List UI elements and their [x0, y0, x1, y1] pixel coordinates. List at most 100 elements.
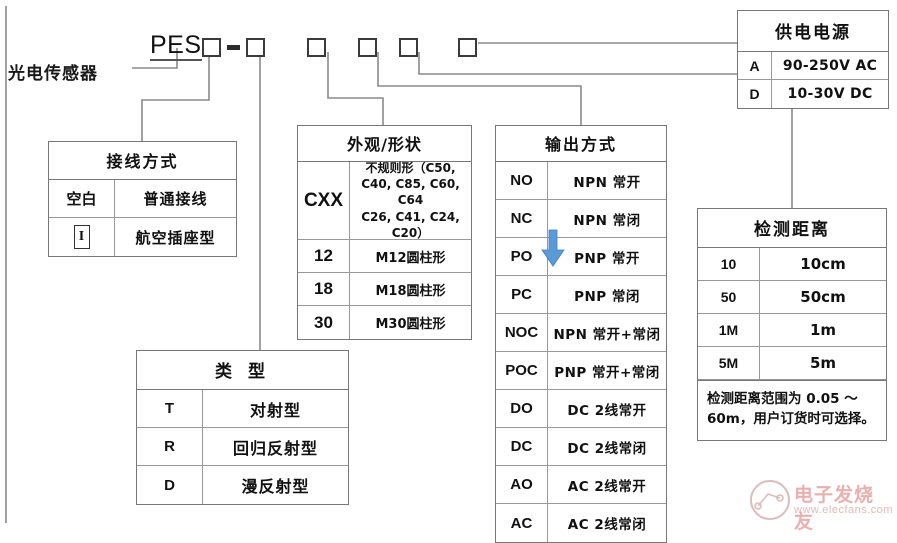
table-row: 10 10cm	[698, 248, 886, 281]
appearance-shape-table: 外观/形状 CXX 不规则形（C50, C40, C85, C60, C64 C…	[297, 125, 472, 340]
table-row: 18 M18圆柱形	[298, 273, 471, 306]
output-code-9: AC	[496, 504, 548, 542]
output-code-1: NC	[496, 200, 548, 237]
table-row: AO AC 2线常开	[496, 466, 666, 504]
wiring-code-1: I	[73, 225, 90, 249]
table-row: D 漫反射型	[137, 466, 348, 504]
output-table-title: 输出方式	[496, 126, 666, 162]
table-row: PO PNP 常开	[496, 238, 666, 276]
shape-desc-1: M12圆柱形	[375, 250, 446, 266]
output-code-7: DC	[496, 428, 548, 465]
detection-distance-table: 检测距离 10 10cm 50 50cm 1M 1m 5M 5m 检测距离范围为…	[697, 208, 887, 441]
output-desc-2: PNP 常开	[574, 250, 640, 267]
shape-desc-0-line0: 不规则形（C50,	[365, 161, 456, 176]
type-desc-1: 回归反射型	[232, 438, 318, 458]
output-desc-5: PNP 常开+常闭	[554, 364, 660, 381]
shape-code-2: 18	[298, 273, 350, 305]
output-code-4: NOC	[496, 314, 548, 351]
output-desc-7: DC 2线常闭	[567, 440, 647, 457]
down-arrow-cursor-icon	[541, 229, 565, 267]
distance-desc-1: 50cm	[800, 288, 846, 306]
table-row: NO NPN 常开	[496, 162, 666, 200]
table-row: AC AC 2线常闭	[496, 504, 666, 542]
model-box-type[interactable]	[245, 37, 265, 57]
model-prefix: PES	[150, 31, 202, 61]
table-row: D 10-30V DC	[738, 80, 888, 108]
type-table: 类 型 T 对射型 R 回归反射型 D 漫反射型	[136, 350, 349, 505]
wiring-code-1-wrapper: I	[49, 218, 115, 256]
wiring-desc-1: 航空插座型	[135, 228, 216, 247]
type-table-title: 类 型	[137, 351, 348, 390]
type-desc-2: 漫反射型	[241, 477, 310, 496]
watermark-text: 电子发烧友	[794, 484, 875, 533]
distance-desc-2: 1m	[809, 321, 837, 339]
power-table-title: 供电电源	[738, 11, 888, 52]
output-code-0: NO	[496, 162, 548, 199]
distance-code-2: 1M	[698, 314, 760, 346]
model-box-output[interactable]	[357, 37, 377, 57]
power-desc-1: 10-30V DC	[787, 86, 873, 102]
output-desc-6: DC 2线常开	[567, 402, 647, 419]
wiring-code-0: 空白	[49, 180, 115, 217]
diagram-canvas: PES 光电传感器 接线方式 空白 普通接线 I 航空插座型 外观/形状 CXX	[5, 6, 894, 543]
output-desc-9: AC 2线常闭	[567, 517, 647, 533]
output-desc-4: NPN 常开+常闭	[553, 326, 661, 343]
wiring-method-table: 接线方式 空白 普通接线 I 航空插座型	[48, 141, 237, 257]
distance-desc-3: 5m	[809, 354, 837, 372]
distance-note: 检测距离范围为 0.05 ～ 60m，用户订货时可选择。	[698, 380, 886, 440]
output-code-3: PC	[496, 276, 548, 313]
table-row: 12 M12圆柱形	[298, 240, 471, 273]
table-row: 空白 普通接线	[49, 180, 236, 218]
model-code-row: PES	[150, 32, 477, 62]
power-desc-0: 90-250V AC	[782, 57, 878, 74]
shape-desc-0-line1: C40, C85, C60, C64	[361, 177, 460, 208]
table-row: 5M 5m	[698, 347, 886, 380]
table-row: CXX 不规则形（C50, C40, C85, C60, C64 C26, C4…	[298, 161, 471, 240]
model-box-distance[interactable]	[398, 37, 418, 57]
table-row: 30 M30圆柱形	[298, 306, 471, 339]
type-code-1: R	[137, 428, 203, 465]
shape-code-0: CXX	[298, 162, 350, 239]
wiring-desc-0: 普通接线	[143, 190, 208, 208]
table-row: 1M 1m	[698, 314, 886, 347]
output-desc-1: NPN 常闭	[573, 212, 641, 229]
shape-desc-0: 不规则形（C50, C40, C85, C60, C64 C26, C41, C…	[350, 161, 471, 240]
model-box-shape[interactable]	[306, 37, 326, 57]
output-code-8: AO	[496, 466, 548, 503]
power-code-0: A	[738, 52, 772, 79]
watermark-url: www.elecfans.com	[794, 504, 894, 516]
table-row: NOC NPN 常开+常闭	[496, 314, 666, 352]
table-row: T 对射型	[137, 390, 348, 428]
model-dash	[226, 44, 240, 50]
table-row: NC NPN 常闭	[496, 200, 666, 238]
output-code-6: DO	[496, 390, 548, 427]
watermark-logo-icon	[750, 480, 790, 520]
power-supply-table: 供电电源 A 90-250V AC D 10-30V DC	[737, 10, 889, 109]
distance-desc-0: 10cm	[800, 255, 846, 273]
table-row: DO DC 2线常开	[496, 390, 666, 428]
shape-desc-2: M18圆柱形	[375, 283, 446, 299]
shape-desc-0-line2: C26, C41, C24, C20）	[361, 209, 460, 240]
type-code-0: T	[137, 390, 203, 427]
model-box-power[interactable]	[457, 37, 477, 57]
table-row: 50 50cm	[698, 281, 886, 314]
shape-table-title: 外观/形状	[298, 126, 471, 162]
table-row: R 回归反射型	[137, 428, 348, 466]
output-desc-8: AC 2线常开	[567, 478, 647, 495]
distance-code-1: 50	[698, 281, 760, 313]
model-box-wiring[interactable]	[201, 37, 221, 57]
table-row: PC PNP 常闭	[496, 276, 666, 314]
wiring-table-title: 接线方式	[49, 142, 236, 180]
output-desc-3: PNP 常闭	[574, 288, 640, 305]
distance-code-3: 5M	[698, 347, 760, 379]
power-code-1: D	[738, 80, 772, 108]
output-desc-0: NPN 常开	[573, 174, 641, 191]
output-code-5: POC	[496, 352, 548, 389]
shape-desc-3: M30圆柱形	[375, 317, 446, 332]
table-row: I 航空插座型	[49, 218, 236, 256]
shape-code-3: 30	[298, 306, 350, 339]
watermark: 电子发烧友 www.elecfans.com	[748, 478, 894, 533]
output-method-table: 输出方式 NO NPN 常开 NC NPN 常闭 PO PNP 常开 PC PN…	[495, 125, 667, 543]
table-row: A 90-250V AC	[738, 52, 888, 80]
table-row: POC PNP 常开+常闭	[496, 352, 666, 390]
